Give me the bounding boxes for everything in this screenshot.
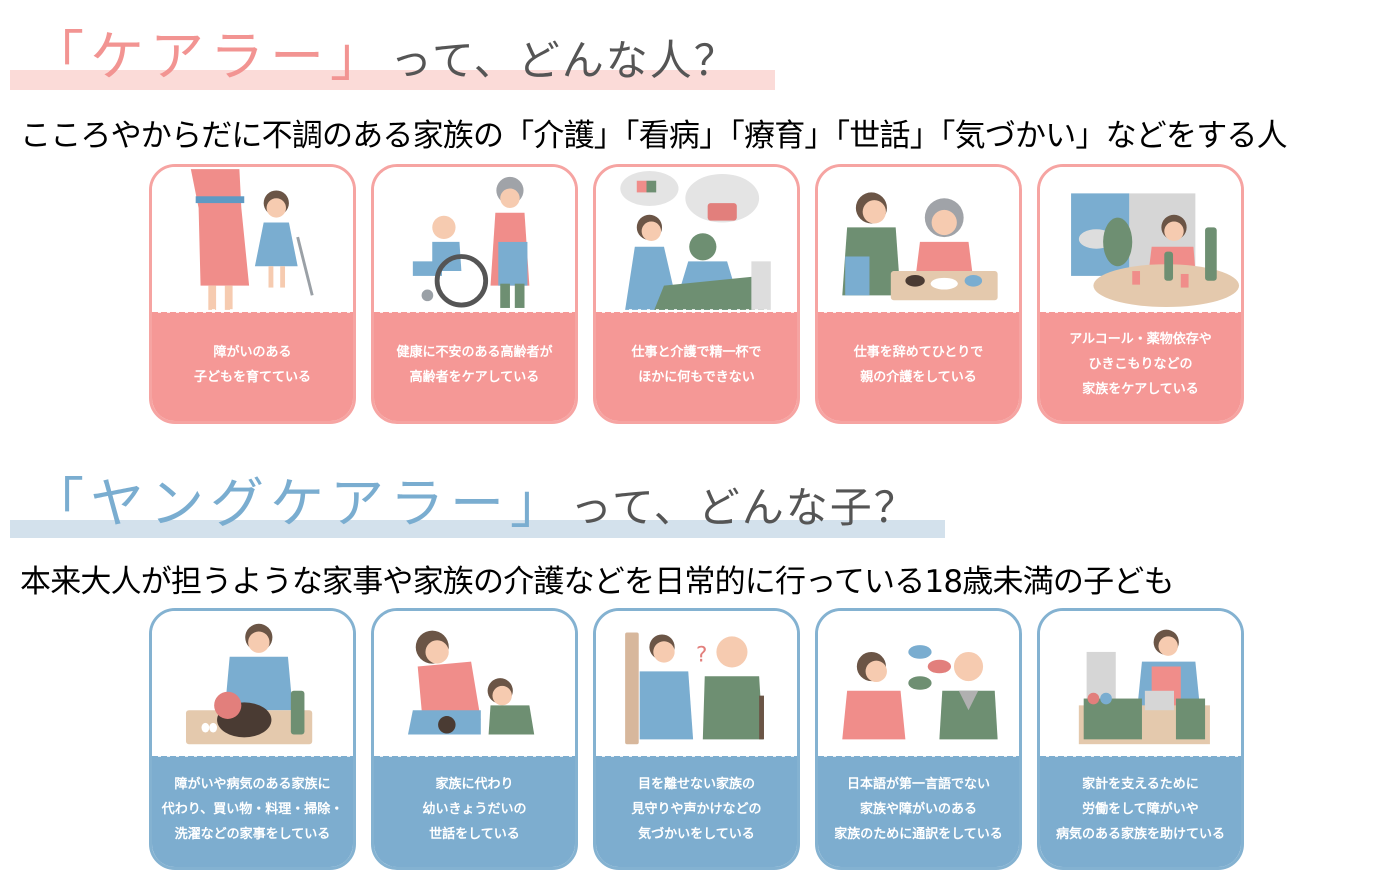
mother-child-cane-illustration	[152, 167, 353, 312]
young-carer-card-row: 障がいや病気のある家族に 代わり、買い物・料理・掃除・ 洗濯などの家事をしている…	[149, 608, 1244, 870]
carer-heading: 「ケアラー」って、どんな人？	[10, 0, 780, 90]
card-caption: アルコール・薬物依存や ひきこもりなどの 家族をケアしている	[1040, 309, 1241, 421]
card-caption: 目を離せない家族の 見守りや声かけなどの 気づかいをしている	[596, 753, 797, 867]
young-carer-heading: 「ヤングケアラー」って、どんな子？	[10, 445, 950, 538]
carer-card-row: 障がいのある 子どもを育てている 健康に不安のある高齢者が 高齢者をケアしている	[149, 164, 1244, 424]
young-carer-card-3: ? 目を離せない家族の 見守りや声かけなどの 気づかいをしている	[593, 608, 800, 870]
young-carer-heading-accent: 「ヤングケアラー」	[30, 472, 570, 535]
carer-card-1: 障がいのある 子どもを育てている	[149, 164, 356, 424]
svg-text:?: ?	[696, 643, 707, 668]
interpreting-illustration	[818, 611, 1019, 756]
bedside-care-illustration	[596, 167, 797, 312]
carer-heading-title: 「ケアラー」って、どんな人？	[30, 12, 738, 91]
elderly-wheelchair-illustration	[374, 167, 575, 312]
young-carer-definition: 本来大人が担うような家事や家族の介護などを日常的に行っている18歳未満の子ども	[20, 564, 1175, 600]
card-caption: 日本語が第一言語でない 家族や障がいのある 家族のために通訳をしている	[818, 753, 1019, 867]
card-caption: 仕事と介護で精一杯で ほかに何もできない	[596, 309, 797, 421]
cooking-illustration	[152, 611, 353, 756]
sibling-care-illustration	[374, 611, 575, 756]
carer-card-4: 仕事を辞めてひとりで 親の介護をしている	[815, 164, 1022, 424]
young-carer-card-2: 家族に代わり 幼いきょうだいの 世話をしている	[371, 608, 578, 870]
card-caption: 障がいのある 子どもを育てている	[152, 309, 353, 421]
young-carer-heading-rest: って、どんな子？	[570, 483, 918, 532]
cashier-work-illustration	[1040, 611, 1241, 756]
carer-card-2: 健康に不安のある高齢者が 高齢者をケアしている	[371, 164, 578, 424]
card-caption: 健康に不安のある高齢者が 高齢者をケアしている	[374, 309, 575, 421]
young-carer-card-5: 家計を支えるために 労働をして障がいや 病気のある家族を助けている	[1037, 608, 1244, 870]
card-caption: 障がいや病気のある家族に 代わり、買い物・料理・掃除・ 洗濯などの家事をしている	[152, 753, 353, 867]
card-caption: 仕事を辞めてひとりで 親の介護をしている	[818, 309, 1019, 421]
carer-card-5: アルコール・薬物依存や ひきこもりなどの 家族をケアしている	[1037, 164, 1244, 424]
young-carer-heading-highlight	[10, 520, 945, 538]
carer-heading-rest: って、どんな人？	[390, 36, 738, 85]
feeding-parent-illustration	[818, 167, 1019, 312]
carer-heading-accent: 「ケアラー」	[30, 25, 390, 88]
carer-card-3: 仕事と介護で精一杯で ほかに何もできない	[593, 164, 800, 424]
card-caption: 家計を支えるために 労働をして障がいや 病気のある家族を助けている	[1040, 753, 1241, 867]
young-carer-card-4: 日本語が第一言語でない 家族や障がいのある 家族のために通訳をしている	[815, 608, 1022, 870]
young-carer-heading-title: 「ヤングケアラー」って、どんな子？	[30, 459, 918, 538]
carer-heading-highlight	[10, 70, 775, 90]
carer-definition: こころやからだに不調のある家族の「介護」「看病」「療育」「世話」「気づかい」など…	[20, 118, 1288, 154]
watching-elder-illustration: ?	[596, 611, 797, 756]
card-caption: 家族に代わり 幼いきょうだいの 世話をしている	[374, 753, 575, 867]
young-carer-card-1: 障がいや病気のある家族に 代わり、買い物・料理・掃除・ 洗濯などの家事をしている	[149, 608, 356, 870]
alcohol-table-illustration	[1040, 167, 1241, 312]
